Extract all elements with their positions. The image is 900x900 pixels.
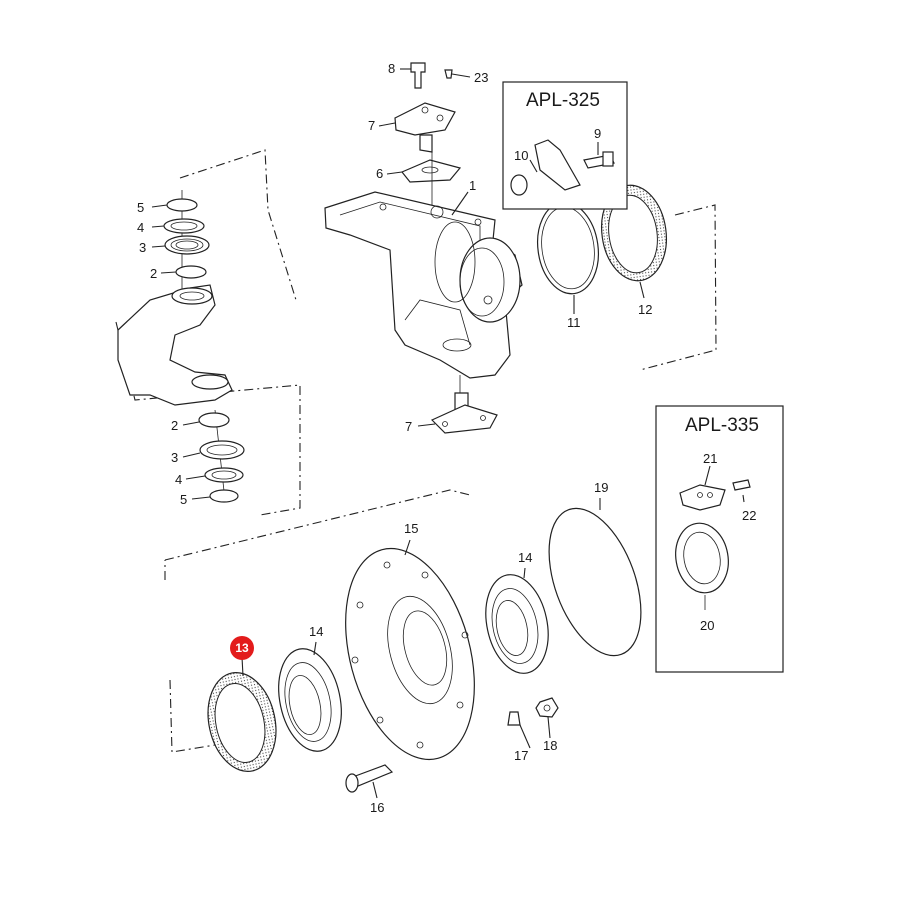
highlight-badge-label: 13 [235,641,249,655]
cup-2-bottom [198,412,230,428]
lock-plate-21 [679,484,726,511]
washer-4-bottom [204,467,244,483]
callout-19: 19 [594,480,608,495]
highlight-badge[interactable] [230,636,254,660]
lock-nut-20 [675,522,729,594]
bearing-14-left [278,648,342,752]
callout-11: 11 [567,315,581,330]
lock-plate-10 [534,139,581,191]
callout-23: 23 [474,70,488,85]
retaining-ring-11 [537,201,599,295]
nut-17 [507,711,521,726]
apl-335-title: APL-335 [685,415,759,436]
callout-15: 15 [404,521,418,536]
leader-lines [151,68,745,799]
callout-2-top: 2 [150,266,157,281]
callout-18: 18 [543,738,557,753]
callout-7-bottom: 7 [405,419,412,434]
callout-14-right: 14 [518,550,532,565]
callout-5-bottom: 5 [180,492,187,507]
apl-335-box [655,405,784,673]
top-king-pin-parts [394,62,462,210]
cup-2-top [175,265,207,279]
apl-325-title: APL-325 [526,90,600,111]
shim-6 [401,159,462,183]
small-fasteners [345,697,559,793]
oil-seal-12 [601,184,667,282]
screw-22 [732,479,751,491]
washer-4-top [163,218,205,234]
bushing-10 [510,174,528,196]
callout-3-bottom: 3 [171,450,178,465]
apl-325-box [502,81,628,210]
highlight-callout-13[interactable]: 13 [230,636,254,660]
callout-3-top: 3 [139,240,146,255]
oil-seal-13 [207,672,277,772]
dust-cap-5-bottom [209,489,239,503]
cap-plate-7-top [394,102,456,136]
bearing-3-bottom [199,440,245,460]
lower-bearing-stack [198,409,245,503]
callout-9: 9 [594,126,601,141]
upper-bearing-stack [163,190,210,300]
callout-21: 21 [703,451,717,466]
callout-8: 8 [388,61,395,76]
callout-10: 10 [514,148,528,163]
callout-6: 6 [376,166,383,181]
bearing-14-right [485,574,549,674]
callout-4-bottom: 4 [175,472,182,487]
callout-22: 22 [742,508,756,523]
callout-1: 1 [469,178,476,193]
steering-knuckle-1 [324,191,523,379]
callout-5-top: 5 [137,200,144,215]
callout-14-left: 14 [309,624,323,639]
grease-nipple-23 [444,69,453,79]
bolt-8 [410,62,426,89]
callout-12: 12 [638,302,652,317]
bottom-cap-plate-7 [430,375,498,434]
callout-16: 16 [370,800,384,815]
callout-2-bottom: 2 [171,418,178,433]
callout-labels: 8 23 7 6 1 5 4 3 2 2 3 4 5 7 10 9 11 12 … [137,61,759,815]
gasket-19 [548,507,642,657]
callout-17: 17 [514,748,528,763]
wheel-hub-15 [345,547,475,761]
callout-20: 20 [700,618,714,633]
steering-yoke [117,284,233,406]
callout-7-top: 7 [368,118,375,133]
nut-18 [535,697,559,718]
callout-4-top: 4 [137,220,144,235]
frame-lines [115,149,717,753]
dust-cap-5-top [166,198,198,212]
